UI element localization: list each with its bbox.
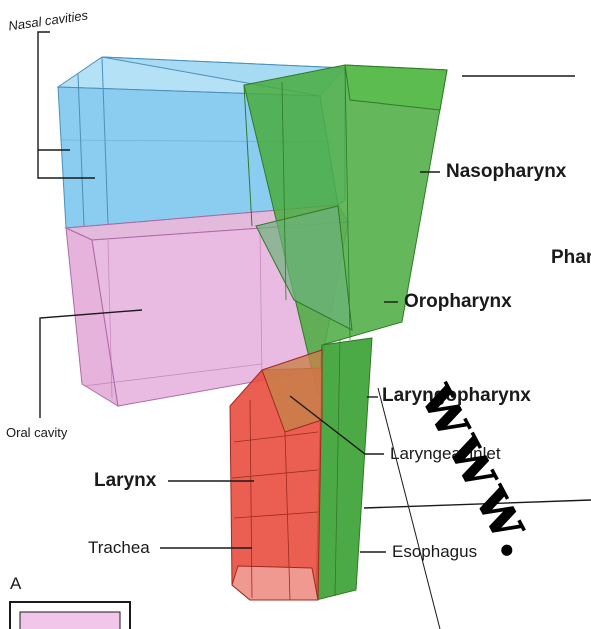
trachea-label: Trachea bbox=[88, 539, 150, 556]
pharynx-label: Phar bbox=[551, 248, 591, 267]
pharynx-lower-tube bbox=[316, 338, 372, 600]
oropharynx-label: Oropharynx bbox=[404, 292, 512, 311]
larynx-region bbox=[230, 350, 322, 600]
panel-letter: A bbox=[10, 575, 21, 592]
legend-swatch-box bbox=[10, 602, 130, 629]
trachea-bottom bbox=[232, 566, 318, 600]
larynx-label: Larynx bbox=[94, 471, 156, 490]
oral-cavity-label: Oral cavity bbox=[6, 426, 67, 439]
nasopharynx-label: Nasopharynx bbox=[446, 162, 566, 181]
esophagus-label: Esophagus bbox=[392, 543, 477, 560]
